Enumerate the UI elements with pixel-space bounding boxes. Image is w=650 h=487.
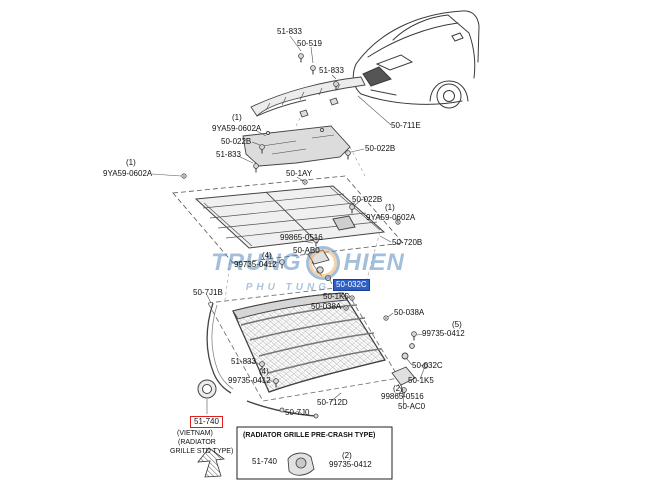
part-number-label[interactable]: 50-519 (297, 39, 322, 48)
part-number-label[interactable]: 51-740 (252, 457, 277, 466)
quantity-label: (1) (126, 158, 136, 167)
part-number-label[interactable]: 99735-0412 (422, 329, 465, 338)
car-front-sketch (352, 10, 480, 109)
part-number-label[interactable]: 50-AB0 (293, 246, 320, 255)
grille-side-strip-part (206, 302, 234, 394)
part-number-label[interactable]: 50-1AY (286, 169, 313, 178)
part-number-label[interactable]: 9YA59-0602A (366, 213, 416, 222)
part-number-label[interactable]: 50-1K5 (408, 376, 434, 385)
part-number-label[interactable]: 50-7J0 (285, 408, 310, 417)
part-number-label-selected[interactable]: 50-032C (333, 279, 370, 291)
precrash-type-box (236, 426, 393, 480)
bracket-right-parts (391, 343, 428, 394)
leader-lines (151, 35, 425, 467)
part-number-label[interactable]: 50-712D (317, 398, 348, 407)
front-direction-arrow-icon (197, 447, 226, 478)
shutter-assembly-part (172, 175, 404, 264)
quantity-label: (2) (393, 384, 403, 393)
part-number-label[interactable]: 99865-0516 (381, 392, 424, 401)
note-label: GRILLE STD TYPE) (170, 448, 234, 455)
part-number-label[interactable]: 9YA59-0602A (103, 169, 153, 178)
quantity-label: (4) (259, 367, 269, 376)
part-number-label[interactable]: 50-1K5 (323, 292, 349, 301)
part-number-label[interactable]: 99865-0516 (280, 233, 323, 242)
part-number-label[interactable]: 51-833 (277, 27, 302, 36)
part-number-label[interactable]: 51-833 (216, 150, 241, 159)
bracket-parts-mid (307, 249, 332, 282)
part-number-label[interactable]: 50-720B (392, 238, 423, 247)
radiator-grille-part (207, 286, 400, 402)
quantity-label: (4) (262, 251, 272, 260)
part-number-label[interactable]: 50-7J1B (193, 288, 223, 297)
part-number-label[interactable]: 51-833 (319, 66, 344, 75)
part-number-label[interactable]: 99735-0412 (234, 260, 277, 269)
emblem-ring-part (197, 379, 217, 399)
quantity-label: (1) (232, 113, 242, 122)
quantity-label: (1) (385, 203, 395, 212)
part-number-label[interactable]: 50-022B (221, 137, 252, 146)
part-number-label[interactable]: 50-022B (365, 144, 396, 153)
part-number-label[interactable]: 50-022B (352, 195, 383, 204)
part-number-label[interactable]: 9YA59-0602A (212, 124, 262, 133)
part-number-label[interactable]: 50-038A (311, 302, 342, 311)
part-number-label[interactable]: 99735-0412 (329, 460, 372, 469)
quantity-label: (2) (342, 451, 352, 460)
part-number-label[interactable]: 50-038A (394, 308, 425, 317)
part-number-label[interactable]: 51-833 (231, 357, 256, 366)
part-number-label-highlighted[interactable]: 51-740 (190, 416, 223, 428)
lower-trim-arm-part (246, 400, 319, 419)
part-number-label[interactable]: 50-AC0 (398, 402, 426, 411)
quantity-label: (5) (452, 320, 462, 329)
part-number-label[interactable]: 50-032C (412, 361, 443, 370)
part-number-label[interactable]: 99735-0412 (228, 376, 271, 385)
box-title-label: (RADIATOR GRILLE PRE-CRASH TYPE) (243, 432, 376, 439)
underpanel-part (242, 125, 351, 167)
part-number-label[interactable]: 50-711E (391, 121, 421, 130)
note-label: (VIETNAM) (177, 430, 213, 437)
note-label: (RADIATOR (178, 439, 216, 446)
